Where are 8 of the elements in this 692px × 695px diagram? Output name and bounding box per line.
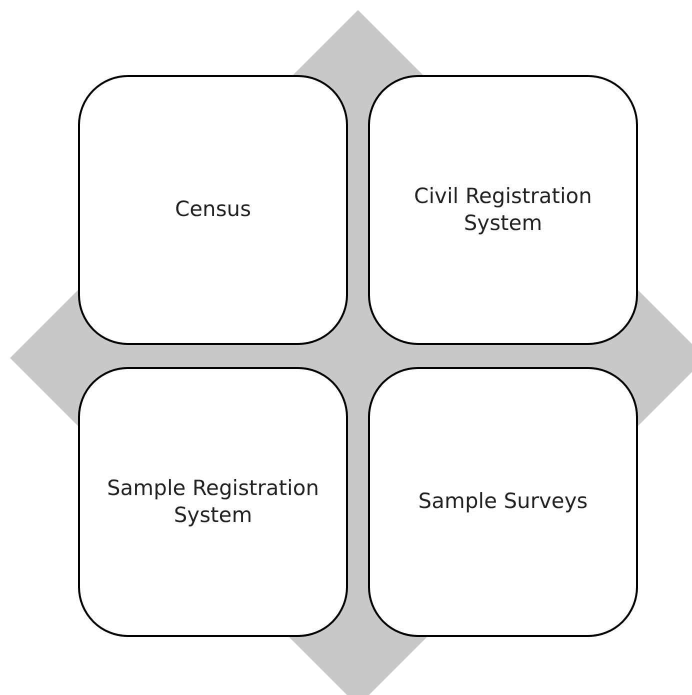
- rounded-box: [368, 75, 638, 345]
- rounded-box: [368, 367, 638, 637]
- box-label: Sample Surveys: [418, 488, 588, 516]
- box-label: Census: [174, 196, 252, 224]
- rounded-box: [78, 75, 348, 345]
- box-label: Sample Registration System: [106, 474, 320, 529]
- box-label: Civil Registration System: [413, 182, 593, 237]
- rounded-box: [78, 367, 348, 637]
